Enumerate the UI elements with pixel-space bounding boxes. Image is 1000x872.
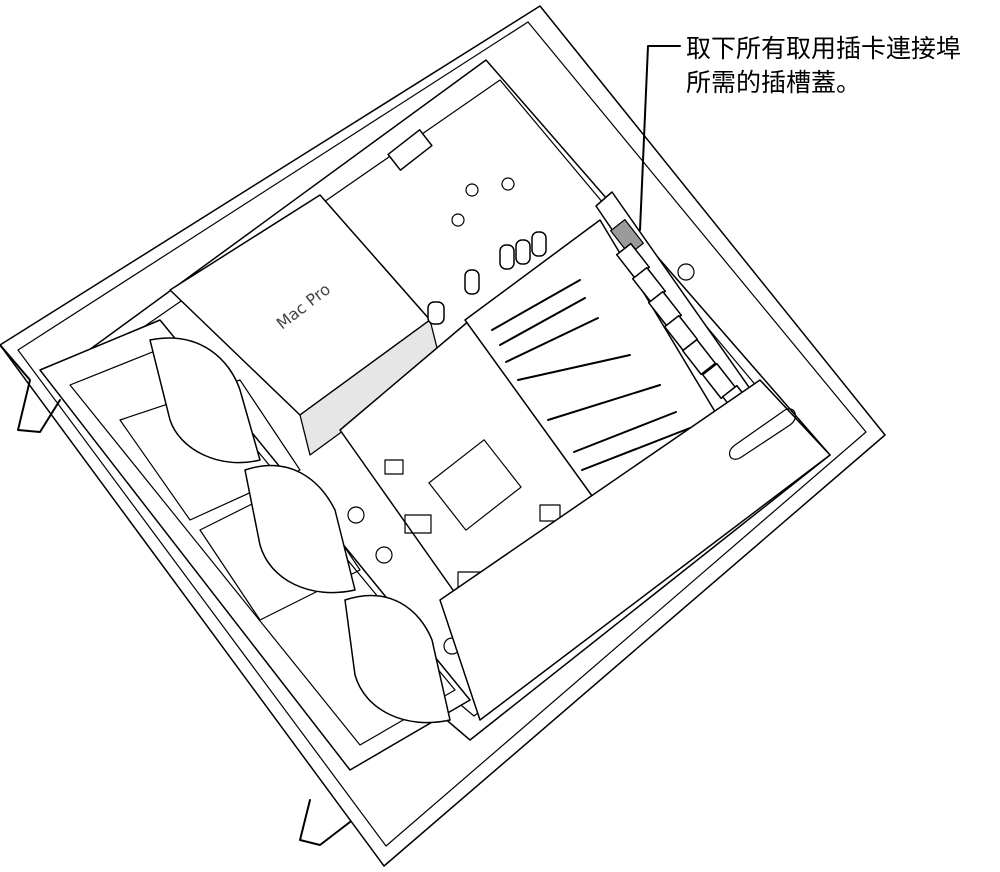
callout-leader <box>639 45 681 231</box>
highlighted-slot-cover <box>609 218 645 256</box>
callout-text: 取下所有取用插卡連接埠 所需的插槽蓋。 <box>686 32 996 100</box>
fan-housings <box>149 337 451 724</box>
callout-line-1: 取下所有取用插卡連接埠 <box>686 34 962 63</box>
rear-connectors <box>387 129 547 325</box>
storage-tray <box>439 379 831 721</box>
callout-line-2: 所需的插槽蓋。 <box>686 68 862 97</box>
